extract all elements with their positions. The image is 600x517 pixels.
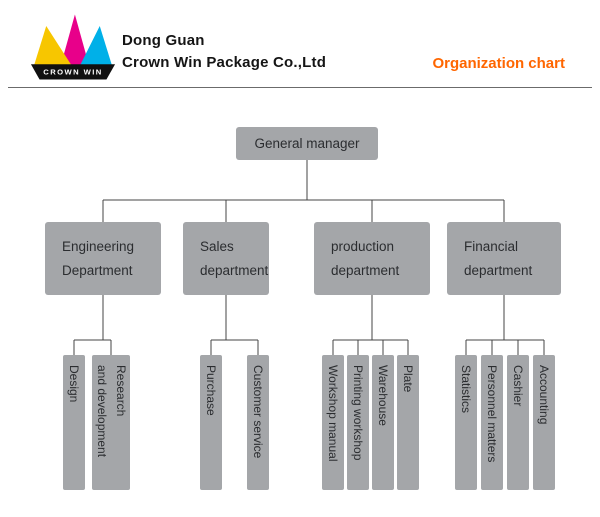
org-box-warehouse: Warehouse [372,355,394,490]
logo-text: CROWN WIN [43,68,103,77]
dept-label-line2: department [331,263,400,278]
dept-label-line1: Sales [200,239,234,254]
org-box-sales-department: Sales department [183,222,269,295]
page-title: Organization chart [432,55,565,72]
dept-label-line2: department [464,263,533,278]
org-box-workshop-manual: Workshop manual [322,355,344,490]
logo-yellow-peak [33,25,73,67]
org-box-statistics: Statistics [455,355,477,490]
org-box-cashier: Cashier [507,355,529,490]
org-box-purchase: Purchase [200,355,222,490]
org-box-production-department: production department [314,222,430,295]
org-box-personnel-matters: Personnel matters [481,355,503,490]
org-box-plate: Plate [397,355,419,490]
org-box-engineering-department: Engineering Department [45,222,161,295]
company-name-line1: Dong Guan [122,32,205,49]
company-name-line2: Crown Win Package Co.,Ltd [122,54,327,71]
dept-label-line1: Engineering [62,239,135,254]
org-box-accounting: Accounting [533,355,555,490]
org-box-printing-workshop: Printing workshop [347,355,369,490]
org-box-design: Design [63,355,85,490]
crown-logo-graphic: CROWN WIN [30,14,116,80]
company-name: Dong Guan Crown Win Package Co.,Ltd [122,30,326,74]
org-box-general-manager: General manager [236,127,378,160]
dept-label-line1: Financial [464,239,519,254]
dept-label-line2: Department [62,263,133,278]
org-box-research-and-development: Research and development [92,355,130,490]
logo-cyan-peak [79,25,113,67]
logo-banner [30,64,116,80]
header-divider [8,87,592,88]
logo-magenta-peak [60,14,90,67]
org-box-financial-department: Financial department [447,222,561,295]
crown-win-logo: CROWN WIN [30,12,116,82]
org-box-customer-service: Customer service [247,355,269,490]
dept-label-line1: production [331,239,395,254]
dept-label-line2: department [200,263,269,278]
